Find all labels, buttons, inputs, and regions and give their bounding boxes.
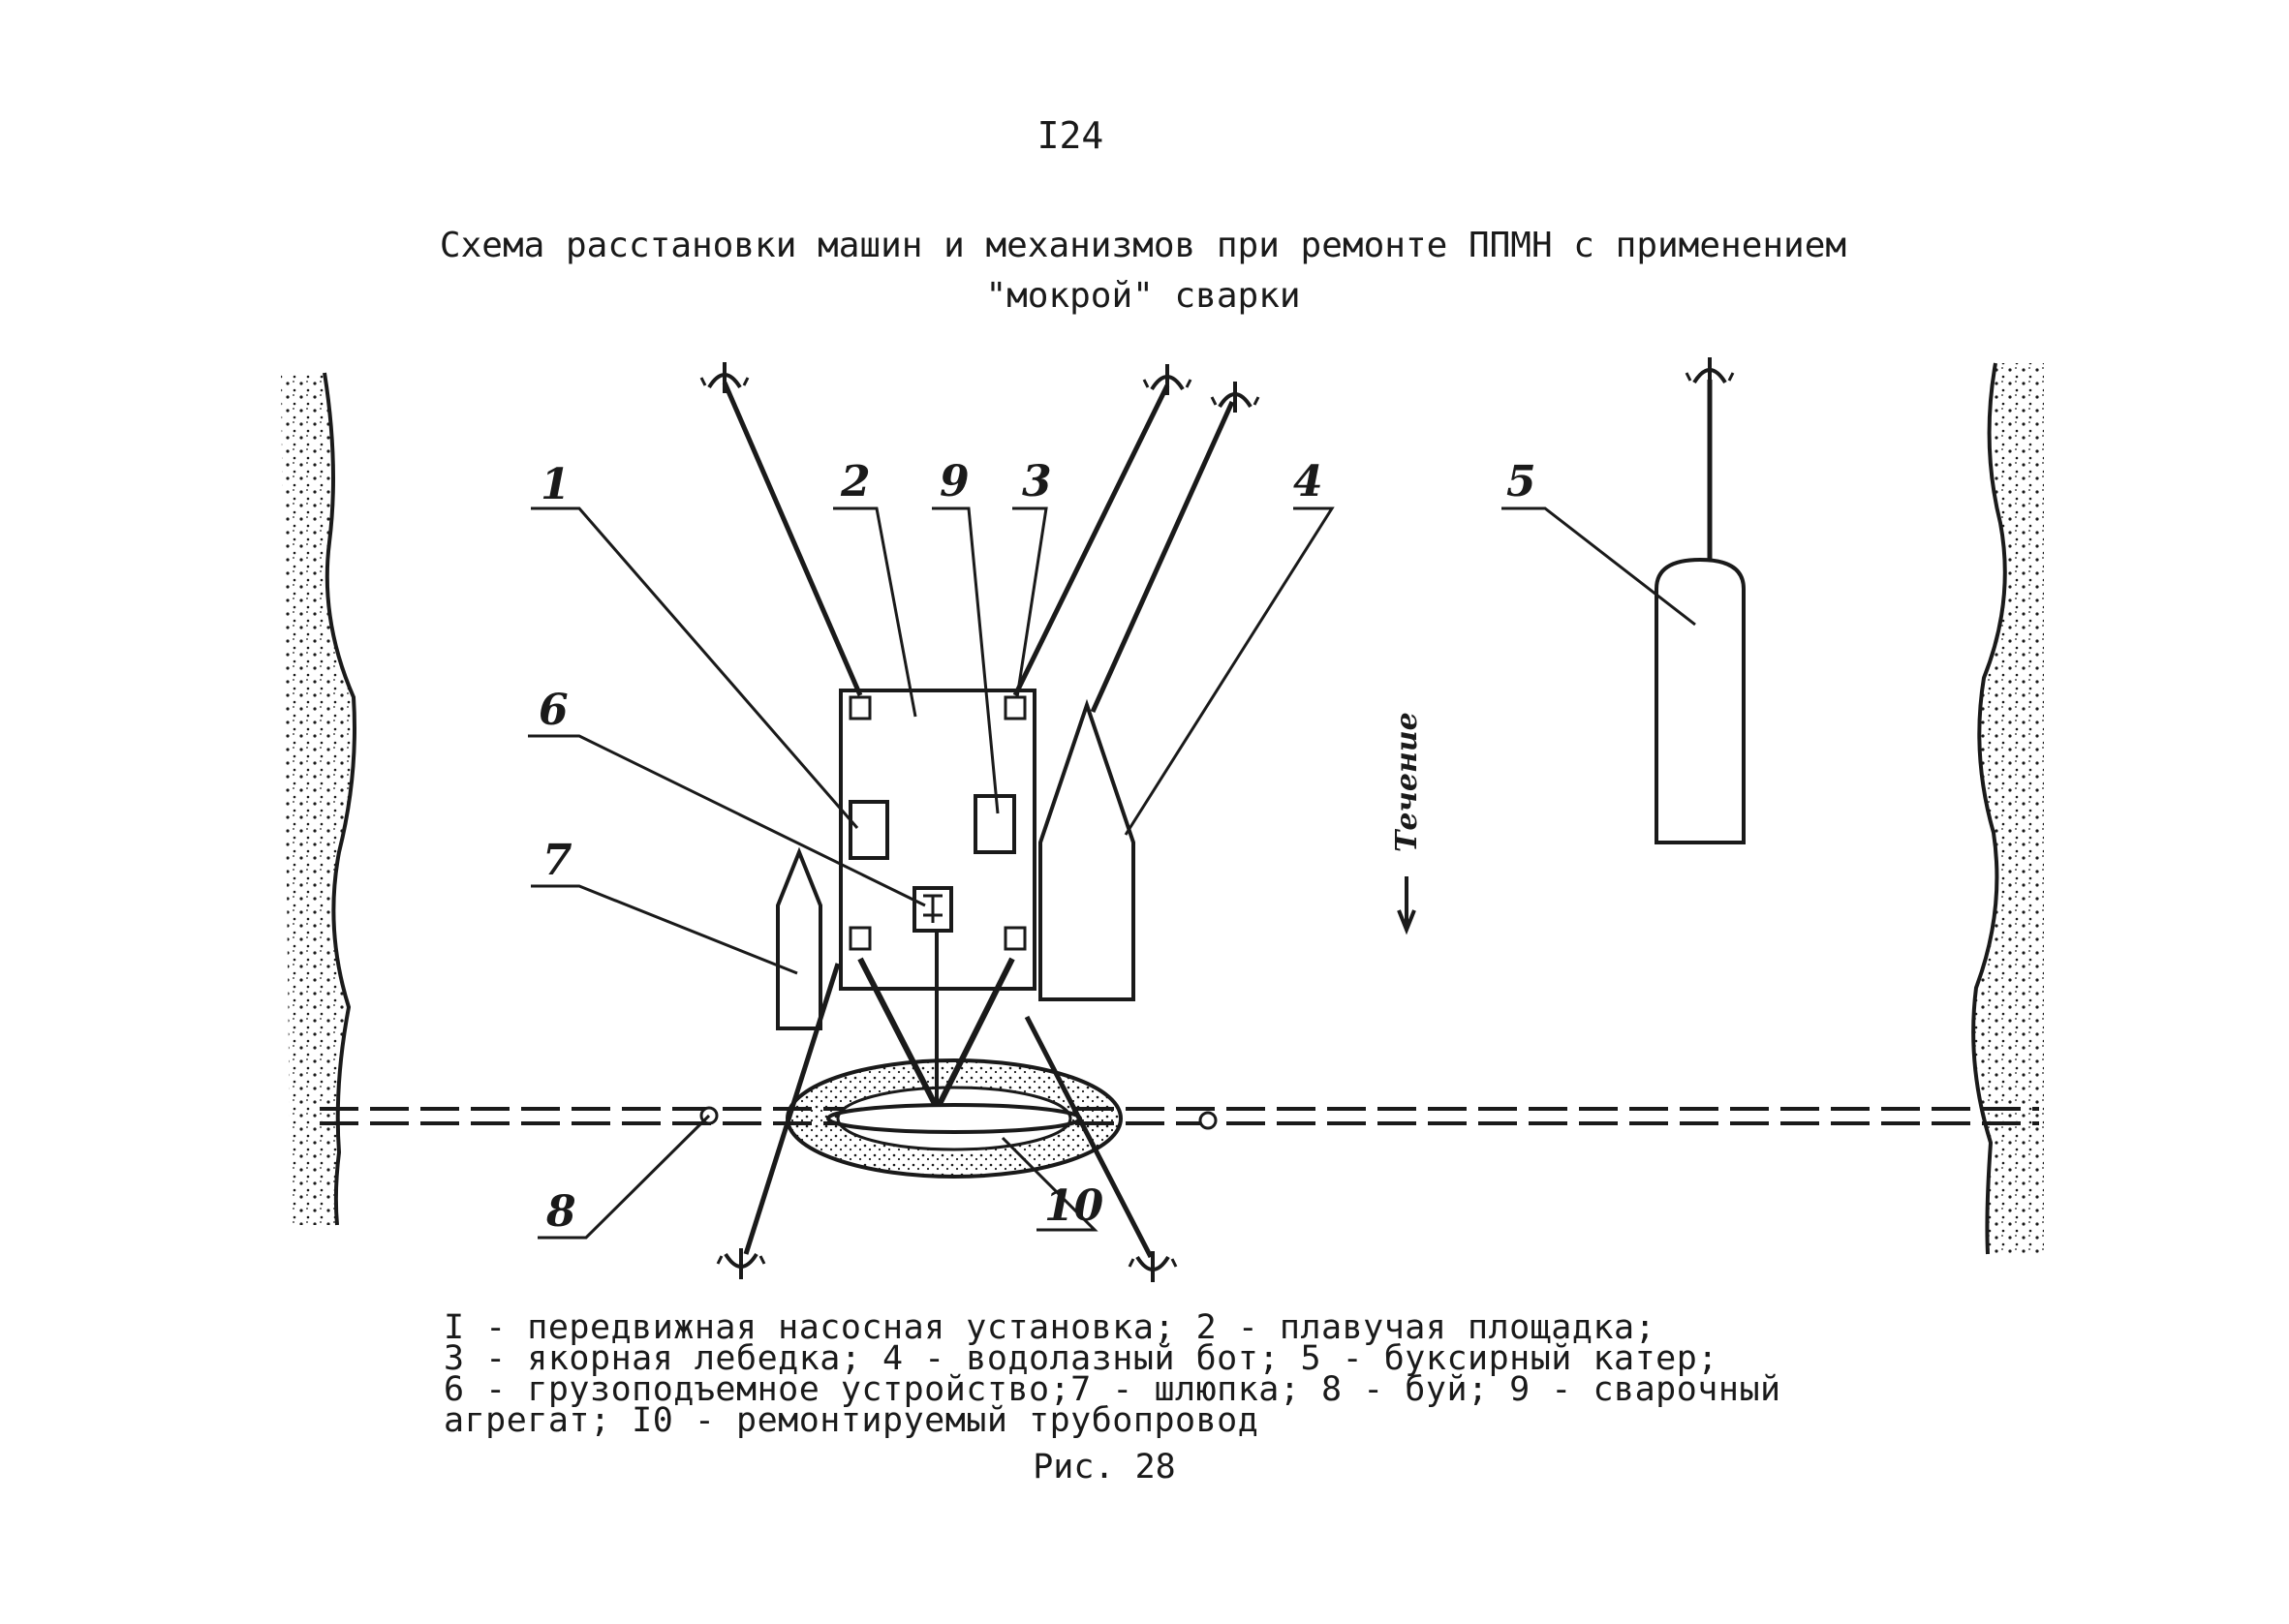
flow-arrow-icon [1397, 909, 1416, 935]
label-8: 8 [545, 1187, 576, 1237]
anchor-icon [1128, 1249, 1178, 1284]
label-3: 3 [1022, 457, 1052, 506]
label-1: 1 [541, 460, 571, 509]
skiff [776, 846, 822, 1030]
legend-line-1: I - передвижная насосная установка; 2 - … [444, 1308, 1656, 1347]
diagram-title: Схема расстановки машин и механизмов при… [417, 221, 1870, 322]
label-4: 4 [1293, 457, 1323, 506]
left-river-bank [281, 372, 356, 1226]
leader-lines [528, 506, 1696, 1240]
anchor-icon [1142, 362, 1192, 397]
title-line-1: Схема расстановки машин и механизмов при… [439, 226, 1847, 265]
flow-direction: Течение [1390, 712, 1424, 935]
lifting-slings [857, 930, 1015, 1106]
diving-boat [1038, 698, 1135, 1001]
legend-line-4: агрегат; I0 - ремонтируемый трубопровод [444, 1401, 1259, 1440]
label-10: 10 [1044, 1181, 1104, 1231]
lifting-device [913, 886, 953, 933]
buoy-icon [1198, 1111, 1218, 1130]
flow-label: Течение [1390, 712, 1424, 852]
anchor-icon [1685, 355, 1735, 390]
anchor-winch [1004, 926, 1027, 951]
pipeline [320, 1107, 2039, 1125]
page-number: I24 [1036, 114, 1104, 157]
label-6: 6 [539, 686, 569, 735]
legend-line-3: 6 - грузоподъемное устройство;7 - шлюпка… [444, 1370, 1781, 1409]
pump-unit [849, 800, 889, 860]
anchor-lines [722, 380, 1713, 1259]
right-river-bank [1971, 362, 2044, 1255]
figure-caption: Рис. 28 [1033, 1448, 1176, 1486]
anchor-icon [716, 1246, 766, 1281]
anchor-winch [1004, 695, 1027, 720]
legend: I - передвижная насосная установка; 2 - … [444, 1308, 1800, 1440]
label-2: 2 [840, 457, 871, 506]
tug-boat [1655, 557, 1746, 844]
anchor-icon [699, 360, 750, 395]
anchor-winch [849, 926, 872, 951]
anchor-icon [1210, 380, 1260, 414]
legend-line-2: 3 - якорная лебедка; 4 - водолазный бот;… [444, 1339, 1718, 1378]
anchor-winch [849, 695, 872, 720]
label-5: 5 [1506, 457, 1536, 506]
label-9: 9 [940, 457, 970, 506]
welding-unit [974, 794, 1016, 854]
title-line-2: "мокрой" сварки [985, 276, 1301, 316]
label-7: 7 [542, 836, 572, 885]
